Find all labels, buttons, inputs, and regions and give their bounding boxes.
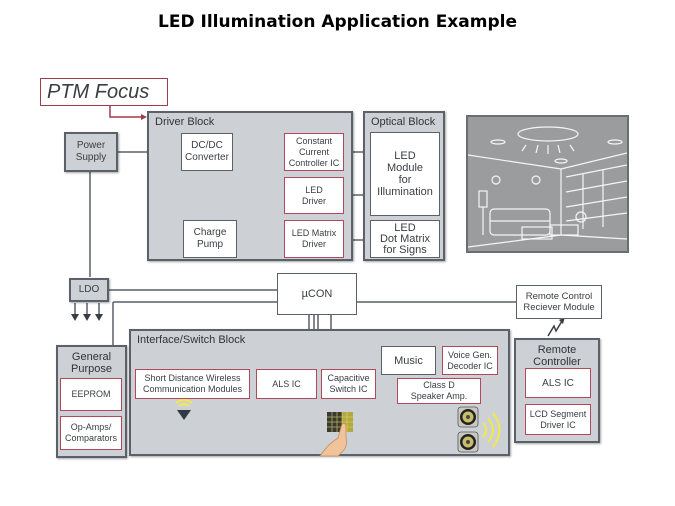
led-matrix-label-1: LED Matrix bbox=[291, 228, 337, 238]
lcd-label-2: Driver IC bbox=[540, 419, 576, 430]
charge-pump-label-2: Pump bbox=[196, 239, 224, 250]
power-supply-label: Power bbox=[76, 140, 106, 151]
remote-receiver-label-1: Remote Control bbox=[525, 291, 593, 302]
classd-label-2: Speaker Amp. bbox=[410, 391, 468, 401]
general-purpose-title-1: General bbox=[71, 351, 112, 363]
lcd-label-1: LCD Segment bbox=[529, 408, 587, 419]
als-ic-box: ALS IC bbox=[256, 369, 317, 399]
led-driver-label-2: Driver bbox=[302, 195, 326, 206]
als-ic-label: ALS IC bbox=[272, 378, 301, 389]
remote-signal-icon bbox=[547, 320, 563, 337]
cc-label-2: Current bbox=[298, 146, 329, 157]
room-lighting-image bbox=[467, 126, 628, 248]
driver-block-title: Driver Block bbox=[155, 116, 215, 128]
opamps-label-2: Comparators bbox=[64, 433, 118, 443]
classd-label-1: Class D bbox=[423, 380, 455, 390]
charge-pump-label-1: Charge bbox=[193, 227, 227, 238]
speaker-icon bbox=[457, 431, 479, 453]
remote-als-ic-box: ALS IC bbox=[525, 368, 591, 398]
general-purpose-title-2: Purpose bbox=[71, 363, 112, 375]
led-module-label-2: Module bbox=[386, 162, 424, 174]
wireless-antenna-icon bbox=[175, 399, 193, 420]
capacitive-label-1: Capacitive bbox=[327, 373, 370, 383]
ldo-output-arrows bbox=[71, 303, 103, 321]
eeprom-label: EEPROM bbox=[71, 389, 111, 399]
hand-icon bbox=[319, 422, 348, 457]
ldo-label: LDO bbox=[78, 284, 100, 295]
led-driver-label-1: LED bbox=[305, 184, 323, 195]
capacitive-label-2: Switch IC bbox=[329, 384, 368, 394]
remote-controller-title-1: Remote bbox=[537, 344, 577, 356]
music-box: Music bbox=[381, 346, 436, 375]
dot-matrix-label-1: LED bbox=[394, 221, 416, 234]
ptm-focus-label: PTM Focus bbox=[40, 78, 168, 106]
cc-label-1: Constant bbox=[295, 135, 332, 146]
music-label: Music bbox=[394, 354, 423, 367]
living-room-illustration bbox=[466, 115, 629, 253]
sound-waves-icon bbox=[482, 412, 501, 448]
dot-matrix-label-2: Dot Matrix bbox=[379, 232, 431, 245]
wireless-label-1: Short Distance Wireless bbox=[144, 373, 241, 383]
led-matrix-label-2: Driver bbox=[301, 239, 326, 249]
ceiling-ring-light bbox=[517, 126, 579, 142]
voice-label-1: Voice Gen. bbox=[447, 349, 493, 360]
cc-label-3: Controller IC bbox=[288, 157, 340, 168]
optical-block-title: Optical Block bbox=[371, 116, 436, 128]
eeprom-box: EEPROM bbox=[60, 378, 122, 411]
ucon-label: µCON bbox=[301, 288, 333, 300]
voice-label-2: Decoder IC bbox=[447, 360, 493, 371]
remote-receiver-label-2: Reciever Module bbox=[523, 302, 595, 313]
power-supply-label-2: Supply bbox=[75, 152, 107, 163]
led-module-label-4: Illumination bbox=[377, 186, 433, 198]
ptm-arrow-line bbox=[109, 104, 142, 118]
interface-block-title: Interface/Switch Block bbox=[137, 334, 246, 346]
ldo-box: LDO bbox=[69, 278, 109, 302]
page-title: LED Illumination Application Example bbox=[158, 12, 517, 32]
wireless-label-2: Communication Modules bbox=[142, 384, 243, 394]
opamps-label-1: Op-Amps/ bbox=[70, 422, 112, 432]
ptm-arrowhead bbox=[141, 114, 147, 120]
speakers-icon bbox=[457, 406, 501, 453]
remote-als-ic-label: ALS IC bbox=[542, 377, 574, 389]
led-module-label-3: for bbox=[398, 174, 412, 186]
opamps-comparators-box: Op-Amps/Comparators bbox=[60, 416, 122, 450]
touch-keypad-icon bbox=[319, 412, 353, 457]
voice-gen-decoder-box: Voice Gen.Decoder IC bbox=[442, 346, 498, 375]
speaker-icon bbox=[457, 406, 479, 428]
dcdc-label-2: Converter bbox=[185, 152, 229, 163]
remote-controller-title-2: Controller bbox=[533, 356, 581, 368]
ucon-box: µCON bbox=[277, 273, 357, 315]
dcdc-label-1: DC/DC bbox=[191, 140, 223, 151]
dot-matrix-label-3: for Signs bbox=[383, 243, 427, 256]
led-module-label-1: LED bbox=[394, 150, 416, 162]
